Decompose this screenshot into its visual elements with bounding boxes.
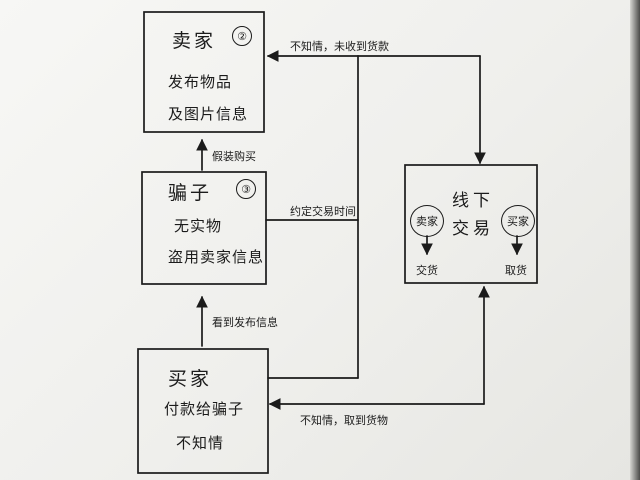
seller-line1: 发布物品 — [168, 73, 233, 91]
buyer-title: 买家 — [168, 368, 213, 390]
scammer-line2: 盗用卖家信息 — [168, 248, 265, 266]
offline-title-line1: 线下 — [452, 191, 494, 211]
scammer-line1: 无实物 — [174, 217, 223, 235]
seller-badge: ② — [232, 26, 252, 46]
pretend-buy-label: 假装购买 — [212, 150, 256, 163]
top-arrow-label: 不知情，未收到货款 — [290, 40, 389, 53]
offline-seller-action: 交货 — [416, 264, 438, 277]
buyer-line1: 付款给骗子 — [164, 400, 245, 418]
arrange-trade-label: 约定交易时间 — [290, 205, 356, 218]
offline-trade-box — [404, 164, 538, 284]
offline-buyer-circle: 买家 — [501, 205, 535, 237]
seller-box — [143, 11, 265, 133]
offline-buyer-action: 取货 — [505, 264, 527, 277]
bottom-arrow-label: 不知情，取到货物 — [300, 414, 388, 427]
buyer-box — [137, 348, 269, 474]
scammer-badge: ③ — [236, 179, 256, 199]
scammer-title: 骗子 — [168, 182, 213, 204]
offline-seller-circle: 卖家 — [410, 205, 444, 237]
seller-line2: 及图片信息 — [168, 105, 249, 123]
see-post-label: 看到发布信息 — [212, 316, 278, 329]
paper-edge — [630, 0, 640, 480]
buyer-line2: 不知情 — [176, 434, 225, 452]
scammer-box — [141, 171, 267, 285]
seller-title: 卖家 — [172, 30, 217, 52]
offline-title-line2: 交易 — [452, 219, 494, 239]
